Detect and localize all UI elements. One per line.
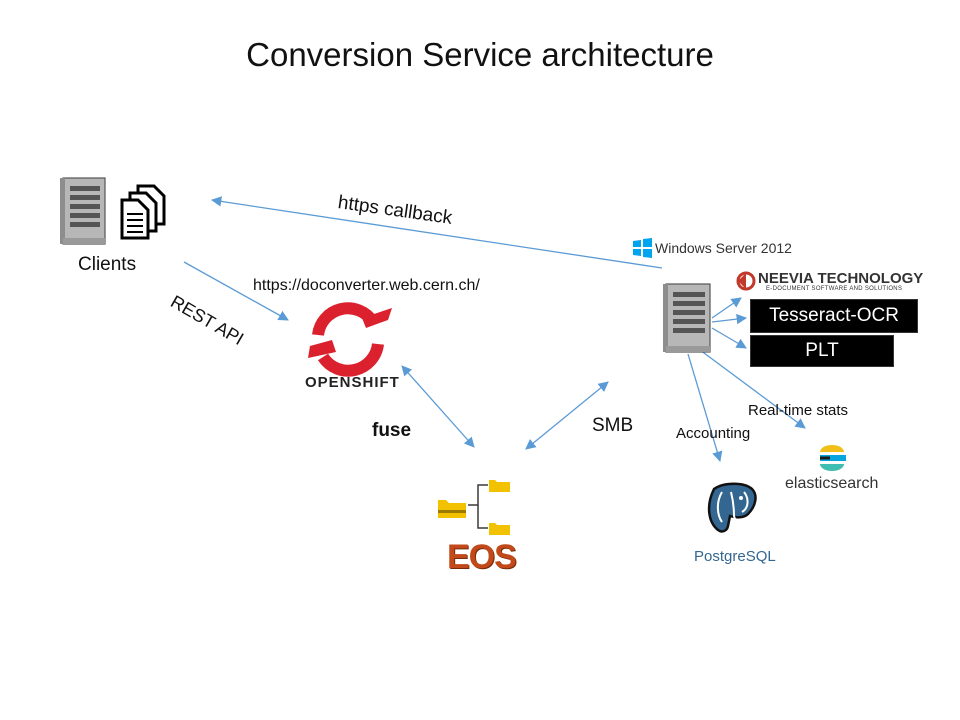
https-callback-arrow [210, 196, 663, 269]
rest-api-arrow [183, 261, 289, 321]
postgresql-label: PostgreSQL [694, 548, 776, 565]
plt-arrow [711, 327, 747, 349]
smb-label: SMB [592, 415, 634, 436]
neevia-arrow [711, 297, 742, 319]
openshift-logo-text: OPENSHIFT [305, 374, 400, 391]
fuse-label: fuse [372, 420, 412, 441]
openshift-url: https://doconverter.web.cern.ch/ [253, 277, 480, 294]
page-title: Conversion Service architecture [246, 36, 714, 73]
accounting-arrow [687, 353, 723, 462]
accounting-label: Accounting [676, 425, 751, 442]
realtime-stats-arrow [699, 349, 806, 429]
neevia-label: NEEVIA TECHNOLOGY [758, 270, 924, 287]
smb-arrow [525, 381, 609, 450]
clients-label: Clients [78, 254, 137, 275]
eos-logo-text: EOS [447, 538, 517, 576]
neevia-sublabel: E-DOCUMENT SOFTWARE AND SOLUTIONS [766, 286, 903, 292]
fuse-arrow [401, 365, 475, 448]
plt-box: PLT [750, 335, 894, 367]
elasticsearch-label: elasticsearch [785, 475, 879, 492]
tesseract-arrow [711, 313, 748, 325]
realtime-stats-label: Real-time stats [748, 402, 849, 419]
tesseract-box: Tesseract-OCR [750, 299, 918, 333]
windows-server-label: Windows Server 2012 [655, 240, 792, 256]
